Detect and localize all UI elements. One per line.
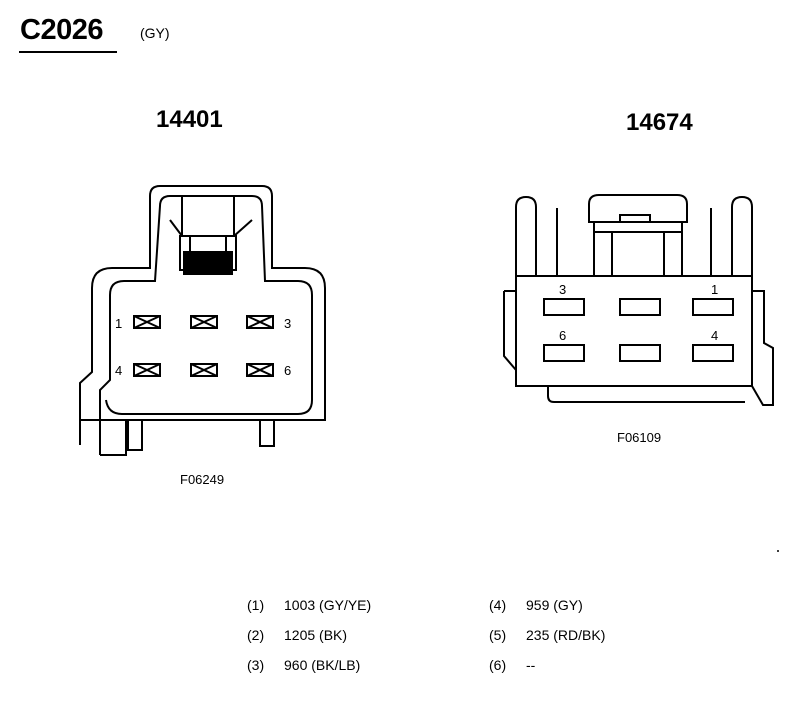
- connector-a-drawing: [79, 185, 326, 456]
- connector-b-cavity-label-1: 1: [711, 282, 718, 297]
- pin-wire: 235 (RD/BK): [526, 627, 606, 643]
- cavity-a-2: [190, 315, 218, 329]
- pin-number: (4): [489, 597, 507, 613]
- pin-number: (1): [247, 597, 265, 613]
- cavity-a-1: [133, 315, 161, 329]
- connector-b-latch-slot: [619, 214, 651, 223]
- connector-b-bottom-rail: [547, 386, 745, 403]
- connector-a-bottom-tab-mid: [127, 419, 143, 451]
- pin-number: (2): [247, 627, 265, 643]
- pin-number: (3): [247, 657, 265, 673]
- cavity-b-6: [543, 344, 585, 362]
- stray-dot: [777, 550, 779, 552]
- connector-title: C2026: [20, 14, 103, 46]
- connector-b-top-latch: [588, 194, 688, 223]
- cavity-a-3: [246, 315, 274, 329]
- pin-wire: 960 (BK/LB): [284, 657, 361, 673]
- connector-b-cavities: [543, 298, 734, 362]
- connector-b-right-flange: [751, 290, 774, 406]
- pin-wire: 1003 (GY/YE): [284, 597, 372, 613]
- cavity-b-1: [692, 298, 734, 316]
- connector-a-cavity-label-4: 4: [115, 363, 122, 378]
- pin-wire: 959 (GY): [526, 597, 583, 613]
- pin-wire: --: [526, 657, 536, 673]
- connector-b-cavity-label-4: 4: [711, 328, 718, 343]
- title-underline: [19, 51, 117, 53]
- connector-b-latch-arms: [593, 222, 683, 276]
- connector-b-inner-posts: [556, 208, 712, 276]
- cavity-b-2: [619, 298, 661, 316]
- connector-b-drawing: [503, 194, 774, 406]
- connector-a-bottom-tab-right: [259, 420, 275, 447]
- connector-b-post-right: [731, 195, 753, 276]
- cavity-b-4: [692, 344, 734, 362]
- connector-a-part-number: 14401: [156, 106, 223, 133]
- pin-number: (5): [489, 627, 507, 643]
- connector-color-code: (GY): [140, 25, 170, 41]
- connector-a-bottom-tab-left: [99, 420, 127, 456]
- cavity-a-6: [246, 363, 274, 377]
- connector-a-lock-latch: [183, 251, 233, 275]
- connector-b-cavity-label-6: 6: [559, 328, 566, 343]
- connector-a-lock-tab: [181, 195, 235, 237]
- connector-a-lock-post-right: [225, 235, 237, 271]
- connector-a-cavities: [133, 315, 274, 377]
- connector-a-figure-id: F06249: [180, 472, 225, 487]
- connector-b-part-number: 14674: [626, 109, 693, 136]
- cavity-b-5: [619, 344, 661, 362]
- connector-a-cavity-label-3: 3: [284, 316, 291, 331]
- connector-b-left-flange: [503, 290, 517, 371]
- connector-a-outer-housing: [79, 185, 326, 445]
- connector-b-figure-id: F06109: [617, 430, 662, 445]
- connector-a-lock-arms: [169, 219, 253, 237]
- connector-b-body: [515, 275, 753, 387]
- connector-b-cavity-label-3: 3: [559, 282, 566, 297]
- connector-a-cavity-label-1: 1: [115, 316, 122, 331]
- pin-number: (6): [489, 657, 507, 673]
- cavity-a-5: [190, 363, 218, 377]
- cavity-b-3: [543, 298, 585, 316]
- connector-b-post-left: [515, 195, 537, 276]
- pin-wire: 1205 (BK): [284, 627, 348, 643]
- cavity-a-4: [133, 363, 161, 377]
- connector-a-cavity-label-6: 6: [284, 363, 291, 378]
- connector-a-lock-post-left: [179, 235, 191, 271]
- connector-a-inner-housing: [99, 195, 313, 455]
